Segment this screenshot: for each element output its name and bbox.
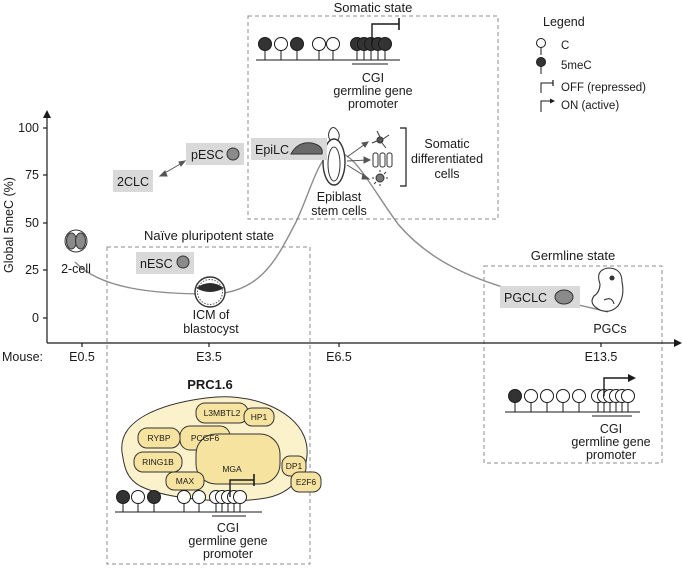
legend-title: Legend bbox=[543, 15, 585, 29]
legend-on-label: ON (active) bbox=[561, 100, 619, 112]
subunit-ring1b: RING1B bbox=[142, 457, 174, 467]
somatic-promoter-gene: germline gene bbox=[333, 84, 412, 98]
x-tick-e6-5: E6.5 bbox=[326, 350, 352, 364]
prc-title: PRC1.6 bbox=[187, 377, 233, 392]
somatic-cell-icons bbox=[371, 130, 393, 186]
svg-text:nESC: nESC bbox=[140, 257, 173, 271]
y-tick-100: 100 bbox=[18, 121, 39, 135]
germline-promoter-gene: germline gene bbox=[571, 435, 650, 449]
subunit-l3mbtl2: L3MBTL2 bbox=[204, 408, 241, 418]
legend-off-icon bbox=[540, 82, 553, 93]
svg-text:pESC: pESC bbox=[191, 148, 224, 162]
germline-state-box bbox=[483, 265, 663, 464]
y-tick-50: 50 bbox=[25, 216, 39, 230]
chip-2clc: 2CLC bbox=[113, 170, 153, 192]
y-tick-75: 75 bbox=[25, 168, 39, 182]
legend-off-label: OFF (repressed) bbox=[561, 82, 646, 94]
naive-pluripotent-box bbox=[106, 246, 311, 565]
two-cell-label: 2-cell bbox=[61, 262, 91, 276]
differentiation-arrows bbox=[346, 141, 372, 180]
somatic-promoter-cgi: CGI bbox=[362, 71, 384, 85]
chip-nesc: nESC bbox=[136, 252, 194, 274]
chip-pesc: pESC bbox=[186, 143, 244, 165]
somatic-bracket bbox=[400, 127, 407, 187]
icm-label-1: ICM of bbox=[193, 308, 230, 322]
x-axis-label: Mouse: bbox=[2, 350, 43, 364]
germline-promoter-diagram bbox=[505, 374, 640, 417]
prc-promoter-label: promoter bbox=[203, 547, 253, 561]
legend-unmethylated-icon bbox=[536, 38, 546, 48]
x-tick-e3-5: E3.5 bbox=[196, 350, 222, 364]
subunit-e2f6: E2F6 bbox=[296, 477, 317, 487]
prc-complex bbox=[121, 396, 322, 502]
legend: Legend C 5meC OFF (repressed) ON (active… bbox=[536, 15, 646, 112]
somatic-promoter-label: promoter bbox=[348, 97, 398, 111]
epiblast-label-1: Epiblast bbox=[317, 190, 362, 204]
somatic-label-1: Somatic bbox=[424, 137, 469, 151]
x-tick-e13-5: E13.5 bbox=[585, 350, 618, 364]
y-axis-label: Global 5meC (%) bbox=[2, 177, 16, 273]
y-axis: 100 75 50 25 0 Global 5meC (%) bbox=[2, 110, 51, 343]
svg-text:2CLC: 2CLC bbox=[117, 175, 149, 189]
conversion-arrow bbox=[158, 160, 187, 177]
subunit-dp1: DP1 bbox=[286, 461, 303, 471]
prc-subunit-labels: L3MBTL2 HP1 RYBP PCGF6 RING1B MGA DP1 MA… bbox=[142, 408, 316, 487]
x-tick-e0-5: E0.5 bbox=[69, 350, 95, 364]
somatic-label-3: cells bbox=[434, 167, 459, 181]
e13-5-embryo-icon bbox=[591, 267, 624, 312]
y-tick-0: 0 bbox=[32, 311, 39, 325]
somatic-promoter-diagram bbox=[256, 18, 400, 65]
epiblast-icon bbox=[322, 127, 346, 186]
prc-promoter-gene: germline gene bbox=[188, 534, 267, 548]
germline-promoter-cgi: CGI bbox=[600, 422, 622, 436]
germline-promoter-label: promoter bbox=[586, 448, 636, 462]
x-axis: Mouse: E0.5 E3.5 E6.5 E13.5 bbox=[2, 339, 682, 364]
two-cell-embryo bbox=[64, 229, 88, 253]
svg-text:EpiLC: EpiLC bbox=[255, 143, 289, 157]
legend-methylated-icon bbox=[536, 57, 546, 67]
naive-state-title: Naïve pluripotent state bbox=[144, 228, 274, 243]
germline-state-title: Germline state bbox=[531, 248, 616, 263]
subunit-hp1: HP1 bbox=[251, 412, 268, 422]
somatic-label-2: differentiated bbox=[411, 152, 483, 166]
somatic-state-title: Somatic state bbox=[334, 0, 413, 15]
prc-promoter-diagram bbox=[115, 474, 262, 517]
y-tick-25: 25 bbox=[25, 263, 39, 277]
prc-promoter-cgi: CGI bbox=[217, 521, 239, 535]
subunit-max: MAX bbox=[176, 476, 195, 486]
chip-pgclc: PGCLC bbox=[500, 286, 580, 308]
somatic-state-box bbox=[247, 15, 499, 220]
pgcs-label: PGCs bbox=[593, 322, 626, 336]
legend-5mec-label: 5meC bbox=[561, 60, 592, 72]
blastocyst-icon bbox=[194, 276, 226, 308]
subunit-pcgf6: PCGF6 bbox=[191, 433, 220, 443]
icm-label-2: blastocyst bbox=[183, 322, 239, 336]
epiblast-label-2: stem cells bbox=[311, 204, 367, 218]
legend-on-icon bbox=[540, 100, 551, 112]
chip-epilc: EpiLC bbox=[251, 138, 327, 160]
subunit-mga: MGA bbox=[222, 464, 242, 474]
svg-text:PGCLC: PGCLC bbox=[504, 291, 547, 305]
subunit-rybp: RYBP bbox=[148, 433, 171, 443]
legend-c-label: C bbox=[561, 40, 569, 52]
